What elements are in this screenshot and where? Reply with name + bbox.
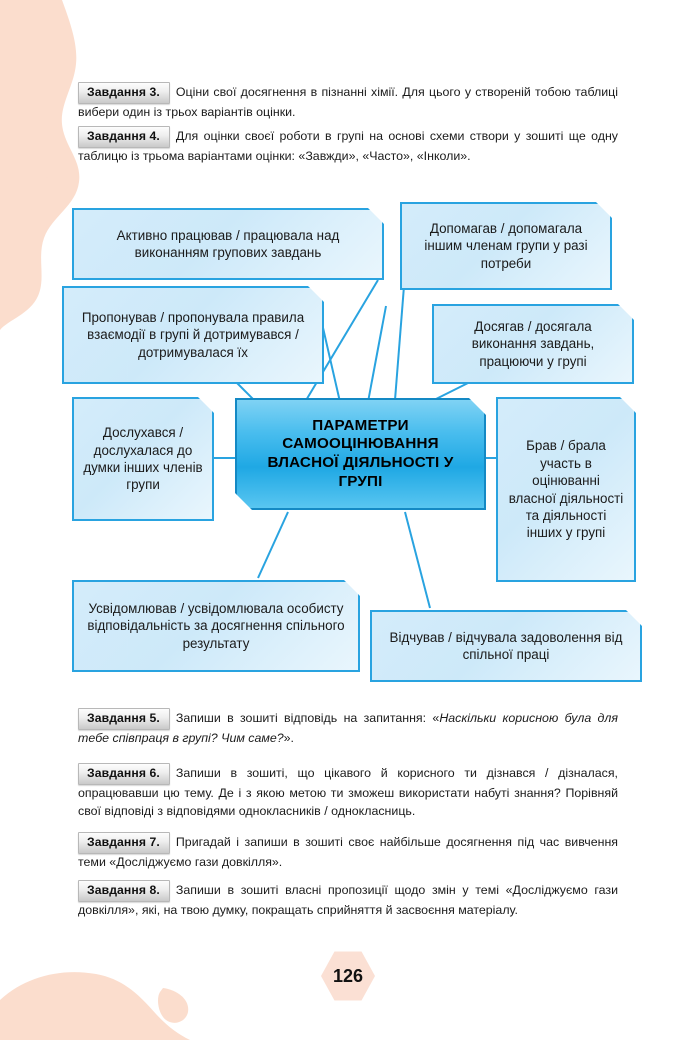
diagram-node-responsibility[interactable]: Усвідомлював / усвідомлювала особисту ві… [72,580,360,672]
task-text-3: Оціни свої досягнення в пізнанні хімії. … [78,85,618,120]
task-text-7: Пригадай і запиши в зошиті своє найбільш… [78,835,618,870]
task-block-7: Завдання 7.Пригадай і запиши в зошиті св… [78,832,618,872]
connector-satisfaction [404,511,431,609]
task-block-6: Завдання 6.Запиши в зошиті, що цікавого … [78,763,618,821]
diagram-node-helped-others[interactable]: Допомагав / допомагала іншим членам груп… [400,202,612,290]
connector-spoke-top-b [367,305,387,403]
task-block-3: Завдання 3.Оціни свої досягнення в пізна… [78,82,618,122]
diagram-node-achieved-tasks[interactable]: Досягав / досягала виконання завдань, пр… [432,304,634,384]
diagram-node-active-work-label: Активно працював / працювала над виконан… [116,227,340,260]
task-badge-3: Завдання 3. [78,82,170,105]
diagram-center-label: ПАРАМЕТРИ САМООЦІНЮВАННЯ ВЛАСНОЇ ДІЯЛЬНО… [267,416,454,490]
task-text-5-italic: Наскільки корисною була для тебе співпра… [78,711,619,746]
task-text-8: Запиши в зошиті власні пропозиції щодо з… [78,883,618,918]
task-text-5-after: ». [283,731,294,746]
self-assessment-diagram: Активно працював / працювала над виконан… [0,190,695,700]
diagram-node-participated-label: Брав / брала участь в оцінюванні власної… [508,438,624,541]
diagram-node-proposed-rules-label: Пропонував / пропонувала правила взаємод… [81,309,305,360]
page-number-label: 126 [332,965,364,986]
task-block-8: Завдання 8.Запиши в зошиті власні пропоз… [78,880,618,920]
task-badge-7: Завдання 7. [78,832,170,855]
diagram-node-satisfaction-label: Відчував / відчувала задоволення від спі… [389,629,623,662]
diagram-node-helped-others-label: Допомагав / допомагала іншим членам груп… [424,220,588,271]
task-badge-4: Завдання 4. [78,126,170,149]
diagram-node-active-work[interactable]: Активно працював / працювала над виконан… [72,208,384,280]
connector-helped-others [394,285,405,401]
diagram-node-achieved-tasks-label: Досягав / досягала виконання завдань, пр… [471,318,595,369]
task-text-6: Запиши в зошиті, що цікавого й корисного… [78,766,618,818]
task-text-5-before: Запиши в зошиті відповідь на запитання: … [175,711,440,725]
diagram-node-participated[interactable]: Брав / брала участь в оцінюванні власної… [496,397,636,582]
diagram-node-listened-label: Дослухався / дослухалася до думки інших … [83,425,203,493]
task-badge-5: Завдання 5. [78,708,170,731]
task-block-4: Завдання 4.Для оцінки своєї роботи в гру… [78,126,618,166]
task-text-4: Для оцінки своєї роботи в групі на основ… [78,129,618,164]
connector-responsibility [257,511,289,579]
diagram-node-satisfaction[interactable]: Відчував / відчувала задоволення від спі… [370,610,642,682]
task-badge-8: Завдання 8. [78,880,170,903]
diagram-center-node[interactable]: ПАРАМЕТРИ САМООЦІНЮВАННЯ ВЛАСНОЇ ДІЯЛЬНО… [235,398,486,510]
diagram-node-proposed-rules[interactable]: Пропонував / пропонувала правила взаємод… [62,286,324,384]
page-number-hexagon: 126 [321,951,375,1001]
diagram-node-responsibility-label: Усвідомлював / усвідомлювала особисту ві… [87,600,345,651]
diagram-node-listened[interactable]: Дослухався / дослухалася до думки інших … [72,397,214,521]
task-block-5: Завдання 5. Запиши в зошиті відповідь на … [78,708,618,748]
task-badge-6: Завдання 6. [78,763,170,786]
